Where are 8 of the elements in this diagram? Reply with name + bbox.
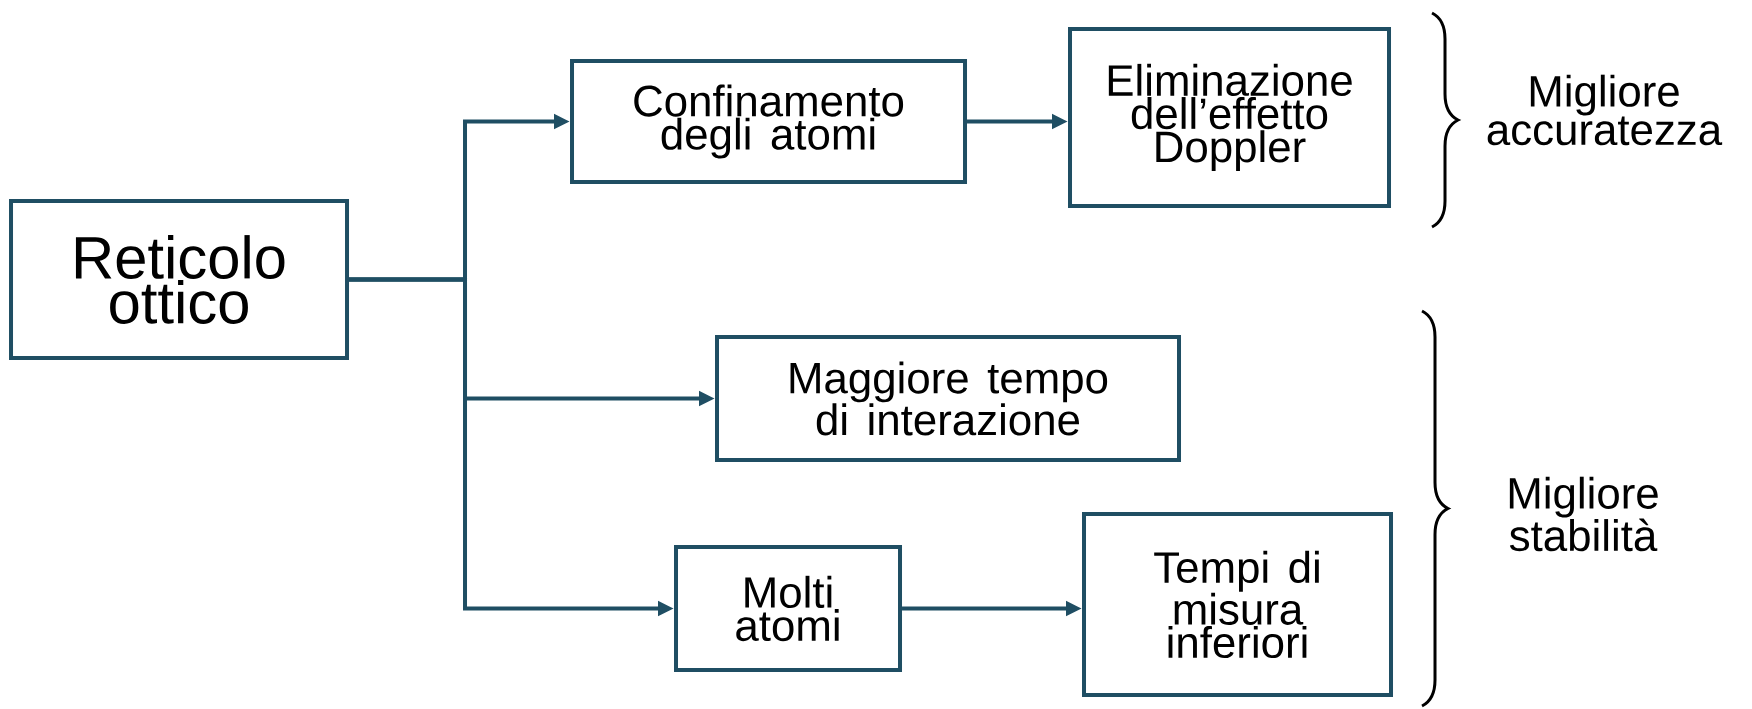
side-label: Migliore stabilità — [1509, 476, 1658, 552]
process-box: Molti atomi — [674, 545, 902, 672]
process-box: Maggiore tempo di interazione — [715, 335, 1181, 462]
side-label: Migliore accuratezza — [1487, 74, 1723, 146]
process-box: Confinamento degli atomi — [570, 59, 967, 184]
process-box: Reticolo ottico — [9, 199, 349, 360]
process-box: Eliminazione dell’effetto Doppler — [1068, 27, 1391, 208]
process-box: Tempi di misura inferiori — [1082, 512, 1393, 697]
